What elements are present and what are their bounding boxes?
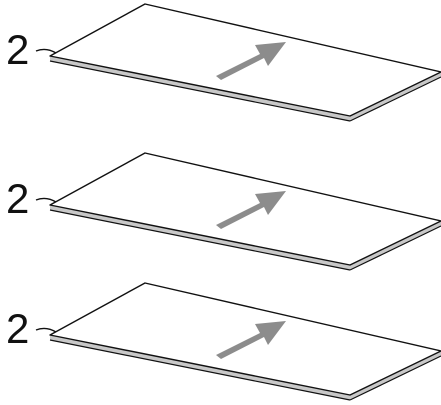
sheet-3: 2 xyxy=(6,282,441,401)
sheet-label: 2 xyxy=(6,175,29,222)
sheet-label: 2 xyxy=(6,26,29,73)
sheet-label: 2 xyxy=(6,305,29,352)
sheet-1: 2 xyxy=(6,3,441,122)
sheet-2: 2 xyxy=(6,152,441,271)
